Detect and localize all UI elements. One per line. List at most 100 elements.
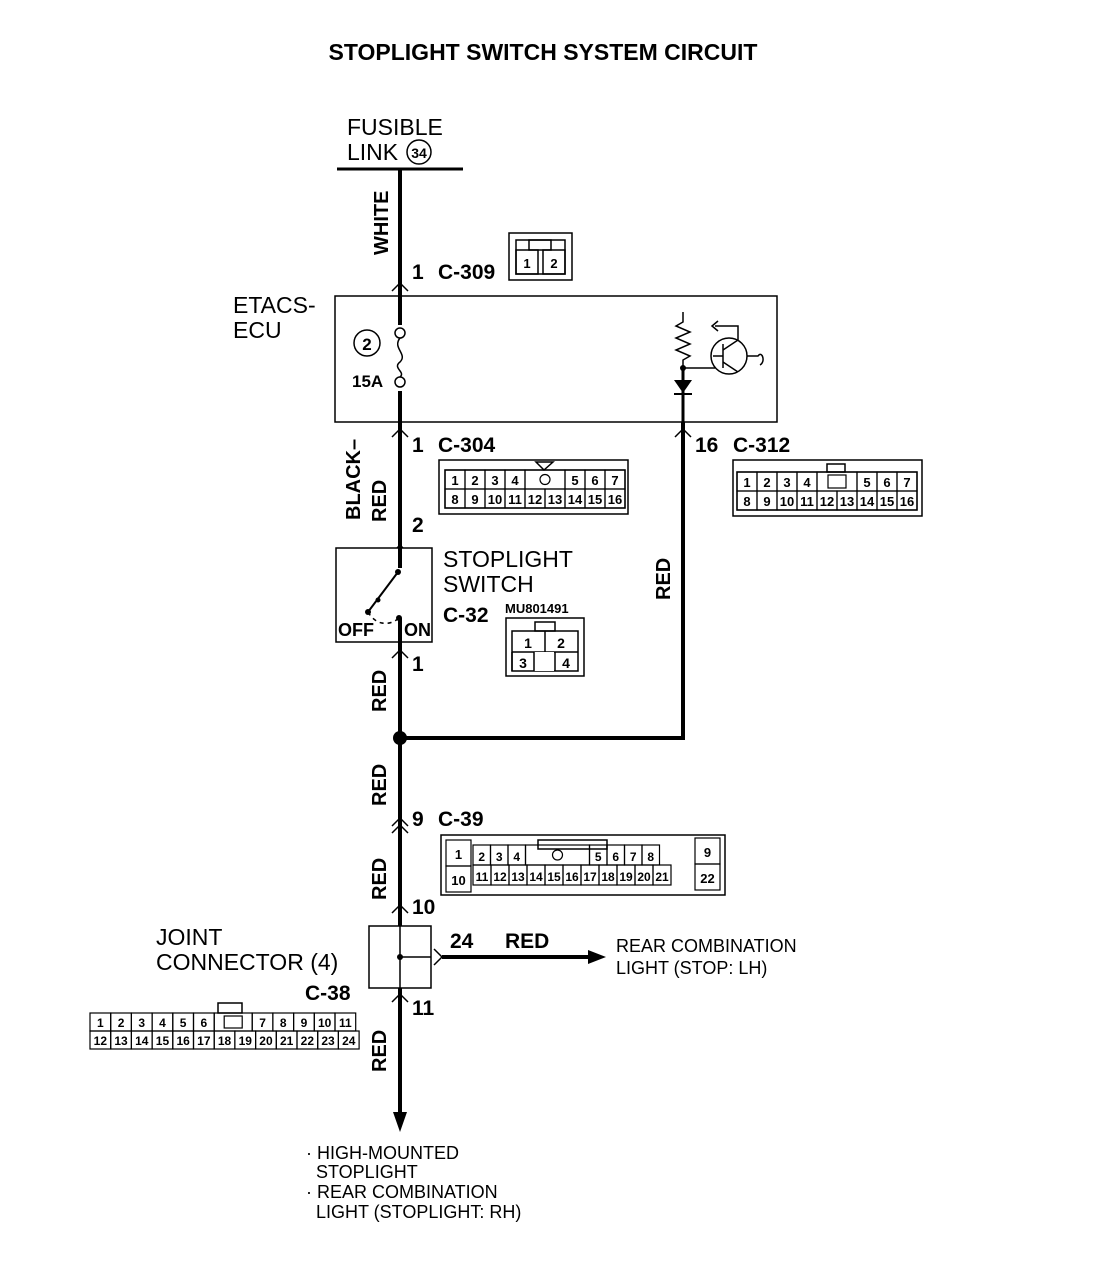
c38-cell-3: 3 <box>138 1016 145 1030</box>
c312-cell-11: 11 <box>800 494 814 509</box>
c39-cell-4: 4 <box>513 850 520 864</box>
c39-cell-13: 13 <box>511 870 525 884</box>
c39-cell-20: 20 <box>637 870 651 884</box>
stoplight-switch-label-1: STOPLIGHT <box>443 546 573 572</box>
c38-cell-18: 18 <box>218 1034 232 1048</box>
c309-cell-2: 2 <box>550 256 557 271</box>
wire-color-red-4: RED <box>369 1030 391 1072</box>
joint-branch-terminal <box>433 948 444 966</box>
c309-terminal <box>391 281 409 292</box>
c38-cell-8: 8 <box>280 1016 287 1030</box>
c38-cell-19: 19 <box>239 1034 253 1048</box>
c39-cell-11: 11 <box>476 870 489 884</box>
c39-cell-19: 19 <box>619 870 633 884</box>
c312-name: C-312 <box>733 434 790 457</box>
switch-on-label: ON <box>404 620 431 640</box>
c309-cell-1: 1 <box>523 256 530 271</box>
wire-color-white: WHITE <box>371 191 393 255</box>
branch-arrow-lh <box>588 950 606 964</box>
c304-cell-5: 5 <box>571 473 578 488</box>
c32-cell-4: 4 <box>562 655 570 671</box>
main-wire-arrow <box>393 1112 407 1132</box>
c304-cell-14: 14 <box>568 492 583 507</box>
wire-color-red-branch: RED <box>505 930 549 953</box>
c38-branch-pin: 24 <box>450 930 474 953</box>
junction-dot <box>393 731 407 745</box>
c304-terminal <box>391 427 409 438</box>
c39-cell-14: 14 <box>529 870 543 884</box>
c39-cell-21: 21 <box>655 870 669 884</box>
c32-cell-3: 3 <box>519 655 527 671</box>
c312-cell-10: 10 <box>780 494 794 509</box>
c39-cell-22: 22 <box>700 871 714 886</box>
c39-terminal-a <box>391 816 409 827</box>
c38-cell-12: 12 <box>94 1034 108 1048</box>
c39-pin-out: 10 <box>412 896 435 919</box>
c304-cell-2: 2 <box>471 473 478 488</box>
etacs-label-1: ETACS- <box>233 292 316 318</box>
c38-cell-1: 1 <box>97 1016 104 1030</box>
c304-cell-13: 13 <box>548 492 562 507</box>
c39-cell-7: 7 <box>630 850 637 864</box>
destination-2-line-2: LIGHT (STOPLIGHT: RH) <box>316 1202 521 1222</box>
c304-cell-11: 11 <box>508 492 522 507</box>
switch-contact-icon <box>365 569 402 625</box>
c38-cell-24: 24 <box>342 1034 356 1048</box>
c304-cell-4: 4 <box>511 473 519 488</box>
c32-name: C-32 <box>443 604 489 627</box>
c38-cell-17: 17 <box>197 1034 211 1048</box>
etacs-label-2: ECU <box>233 317 282 343</box>
c38-cell-23: 23 <box>321 1034 335 1048</box>
c312-cell-1: 1 <box>743 475 750 490</box>
switch-pin-out: 1 <box>412 653 424 676</box>
c312-pin: 16 <box>695 434 718 457</box>
c39-cell-8: 8 <box>647 850 654 864</box>
wire-color-black-red-1: BLACK– <box>343 439 365 520</box>
c39-cell-16: 16 <box>565 870 579 884</box>
wire-color-red-2: RED <box>369 764 391 806</box>
fusible-link-number: 34 <box>411 145 427 161</box>
c312-cell-15: 15 <box>880 494 894 509</box>
diode-icon <box>674 380 692 393</box>
c38-pin-out: 11 <box>412 997 435 1020</box>
c309-connector-face: 1 2 <box>508 232 573 281</box>
fusible-link-label-2: LINK <box>347 139 399 165</box>
c304-cell-8: 8 <box>451 492 458 507</box>
c312-cell-13: 13 <box>840 494 854 509</box>
c304-cell-3: 3 <box>491 473 498 488</box>
c38-cell-15: 15 <box>156 1034 170 1048</box>
joint-connector-label-2: CONNECTOR (4) <box>156 949 338 975</box>
c32-connector-face: 1 2 3 4 <box>505 617 585 677</box>
page-title: STOPLIGHT SWITCH SYSTEM CIRCUIT <box>329 39 758 65</box>
etacs-ecu-box <box>334 295 778 423</box>
c312-cell-2: 2 <box>763 475 770 490</box>
c39-cell-17: 17 <box>583 870 597 884</box>
fuse-icon <box>396 337 403 378</box>
c39-cell-15: 15 <box>547 870 561 884</box>
c312-cell-14: 14 <box>860 494 875 509</box>
c39-cell-2: 2 <box>478 850 485 864</box>
c38-cell-21: 21 <box>280 1034 294 1048</box>
etacs-internal-circuit <box>674 312 764 422</box>
stoplight-switch-label-2: SWITCH <box>443 571 534 597</box>
c304-cell-7: 7 <box>611 473 618 488</box>
c38-terminal-out <box>391 992 409 1003</box>
c304-cell-1: 1 <box>451 473 458 488</box>
c309-name: C-309 <box>438 261 495 284</box>
c304-cell-9: 9 <box>471 492 478 507</box>
c32-part-number: MU801491 <box>505 601 569 616</box>
c38-cell-22: 22 <box>301 1034 315 1048</box>
c309-pin: 1 <box>412 261 424 284</box>
c32-cell-2: 2 <box>557 635 565 651</box>
c39-cell-12: 12 <box>493 870 507 884</box>
c38-cell-5: 5 <box>180 1016 187 1030</box>
c39-cell-10: 10 <box>451 873 465 888</box>
c39-cell-3: 3 <box>496 850 503 864</box>
c304-cell-16: 16 <box>608 492 622 507</box>
c304-cell-6: 6 <box>591 473 598 488</box>
c312-cell-16: 16 <box>900 494 914 509</box>
c32-cell-1: 1 <box>524 635 532 651</box>
